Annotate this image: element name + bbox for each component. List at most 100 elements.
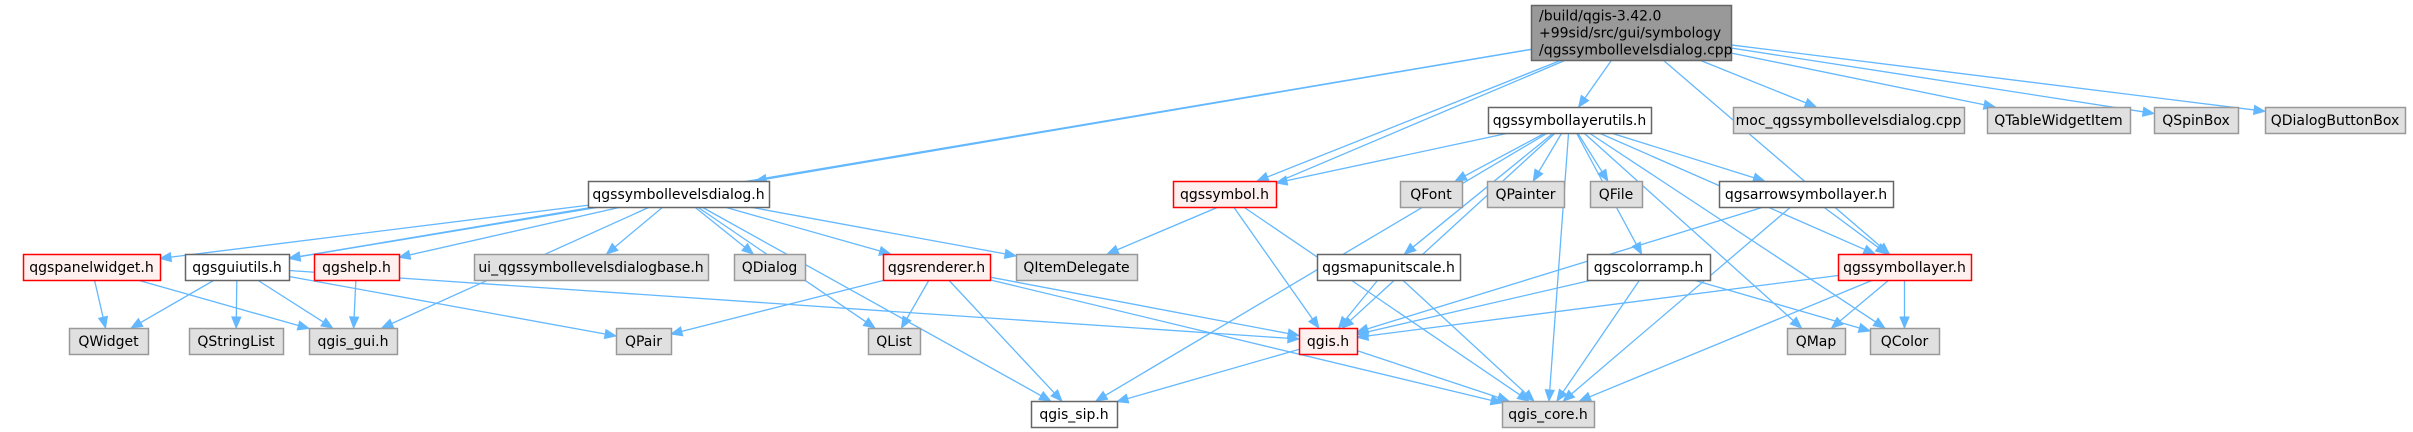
node-qmap[interactable]: QMap [1786, 327, 1847, 356]
edge-qgssymbollevelsdialog-to-qgsrenderer [724, 206, 881, 252]
node-qgspanelwidget[interactable]: qgspanelwidget.h [22, 253, 162, 282]
node-box [1869, 327, 1941, 356]
node-box [1501, 400, 1596, 429]
node-qgscolorramp[interactable]: qgscolorramp.h [1586, 253, 1712, 282]
arrowhead-icon [1830, 316, 1844, 329]
node-box [308, 327, 399, 356]
edge-qgsarrowsymbollayer-to-qgssymbollayer [1823, 206, 1879, 248]
node-box [882, 253, 992, 282]
node-label: qgsmapunitscale.h [1322, 260, 1455, 276]
node-label: QMap [1796, 334, 1837, 350]
arrowhead-icon [1578, 391, 1593, 402]
arrowhead-icon [1789, 316, 1803, 329]
node-label: qgis.h [1307, 334, 1349, 350]
edge-root-to-qdialogbuttonbox [1730, 44, 2255, 111]
node-qgssymbollayer[interactable]: qgssymbollayer.h [1837, 253, 1973, 282]
node-box [1732, 106, 1966, 135]
node-qfile[interactable]: QFile [1589, 180, 1644, 209]
node-label: qgssymbollayerutils.h [1493, 113, 1647, 129]
node-qgis-gui[interactable]: qgis_gui.h [308, 327, 399, 356]
node-qgis[interactable]: qgis.h [1298, 327, 1359, 356]
edge-root-to-qgssymbol [1267, 59, 1563, 178]
node-label: QItemDelegate [1023, 260, 1129, 276]
node-label: qgis_sip.h [1039, 407, 1108, 423]
node-qgis-sip[interactable]: qgis_sip.h [1030, 400, 1119, 429]
node-qdialogbuttonbox[interactable]: QDialogButtonBox [2264, 106, 2407, 135]
edge-qgssymbol-to-qgis [1233, 206, 1314, 320]
edge-root-to-qgssymbollayerutils [1584, 59, 1613, 99]
arrowhead-icon [1115, 393, 1130, 404]
node-qgis-core[interactable]: qgis_core.h [1501, 400, 1596, 429]
node-qgssymbollayerutils[interactable]: qgssymbollayerutils.h [1487, 106, 1653, 135]
edge-qgsrenderer-to-qgis_core [989, 279, 1492, 402]
arrowhead-icon [741, 242, 755, 255]
edge-qgspanelwidget-to-qgis_gui [137, 279, 299, 327]
arrowhead-icon [1521, 389, 1535, 402]
node-qgshelp[interactable]: qgshelp.h [313, 253, 401, 282]
node-label: qgsrenderer.h [888, 260, 985, 276]
node-label: qgis_gui.h [318, 334, 389, 350]
node-box [2264, 106, 2407, 135]
node-qgsguiutils[interactable]: qgsguiutils.h [184, 253, 291, 282]
edge-qgssymbollayerutils-to-qgssymbol [1286, 132, 1510, 182]
node-root[interactable]: /build/qgis-3.42.0+99sid/src/gui/symbolo… [1530, 4, 1733, 62]
edge-qgssymbollayerutils-to-qcolor [1588, 132, 1876, 323]
node-box [1298, 327, 1359, 356]
edge-qgssymbollayer-to-qgis [1367, 274, 1839, 337]
node-qtablewidgetitem[interactable]: QTableWidgetItem [1986, 106, 2132, 135]
node-box [1486, 180, 1566, 209]
node-qpainter[interactable]: QPainter [1486, 180, 1566, 209]
node-qdialog[interactable]: QDialog [733, 253, 807, 282]
edge-qgssymbollevelsdialog-to-qgshelp [409, 206, 622, 256]
node-box [473, 253, 710, 282]
arrowhead-icon [1286, 328, 1301, 339]
edge-qgssymbollevelsdialog-to-qitemdelegate [749, 206, 1006, 255]
node-moc[interactable]: moc_qgssymbollevelsdialog.cpp [1732, 106, 1966, 135]
arrowhead-icon [1577, 94, 1590, 109]
node-qcolor[interactable]: QColor [1869, 327, 1941, 356]
node-box [1718, 180, 1895, 209]
node-qgssymbol[interactable]: qgssymbol.h [1172, 180, 1278, 209]
edge-qgssymbol-to-qgis_core [1243, 206, 1521, 396]
arrowhead-icon [348, 316, 360, 330]
node-label: +99sid/src/gui/symbology [1539, 26, 1721, 42]
node-box [867, 327, 922, 356]
node-label: QWidget [78, 334, 139, 350]
edge-qgssymbollevelsdialog-to-qdialog [694, 206, 746, 248]
node-ui[interactable]: ui_qgssymbollevelsdialogbase.h [473, 253, 710, 282]
node-qstringlist[interactable]: QStringList [188, 327, 285, 356]
node-label: ui_qgssymbollevelsdialogbase.h [478, 260, 703, 276]
node-label: QTableWidgetItem [1994, 113, 2122, 129]
node-qgsarrowsymbollayer[interactable]: qgsarrowsymbollayer.h [1718, 180, 1895, 209]
node-qspinbox[interactable]: QSpinBox [2153, 106, 2240, 135]
node-qitemdelegate[interactable]: QItemDelegate [1015, 253, 1139, 282]
node-label: QColor [1881, 334, 1929, 350]
node-label: qgsarrowsymbollayer.h [1725, 187, 1887, 203]
node-qfont[interactable]: QFont [1399, 180, 1464, 209]
node-qgsrenderer[interactable]: qgsrenderer.h [882, 253, 992, 282]
edge-qgssymbollayerutils-to-qfont [1464, 132, 1546, 177]
node-label: QPair [625, 334, 662, 350]
node-label: moc_qgssymbollevelsdialog.cpp [1736, 113, 1962, 129]
arrowhead-icon [605, 242, 619, 255]
arrowhead-icon [1631, 241, 1643, 256]
node-box [1172, 180, 1278, 209]
node-qpair[interactable]: QPair [615, 327, 673, 356]
node-qgssymbollevelsdialog[interactable]: qgssymbollevelsdialog.h [587, 180, 771, 209]
node-box [1586, 253, 1712, 282]
arrowhead-icon [380, 318, 395, 329]
arrowhead-icon [1038, 390, 1052, 402]
node-box [1589, 180, 1644, 209]
arrowhead-icon [1872, 317, 1886, 329]
node-box [1316, 253, 1462, 282]
node-qlist[interactable]: QList [867, 327, 922, 356]
node-qgsmapunitscale[interactable]: qgsmapunitscale.h [1316, 253, 1462, 282]
node-qwidget[interactable]: QWidget [68, 327, 150, 356]
edge-qgsrenderer-to-qlist [906, 279, 930, 319]
edge-qgssymbollayerutils-to-qpainter [1538, 132, 1563, 172]
arrowhead-icon [1489, 395, 1504, 406]
arrowhead-icon [1337, 315, 1350, 330]
edge-qgsrenderer-to-qgis [989, 276, 1289, 335]
edge-qgssymbollayer-to-qmap [1839, 279, 1890, 322]
